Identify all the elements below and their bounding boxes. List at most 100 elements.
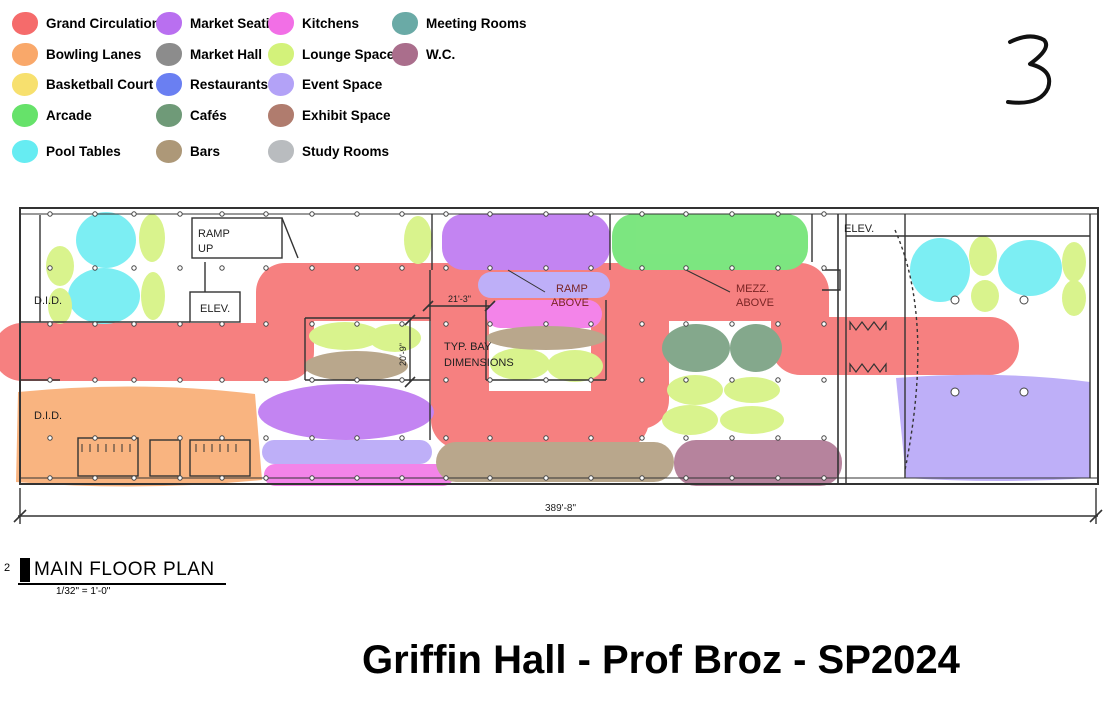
legend-swatch [268, 73, 294, 96]
legend-item: Basketball Court [12, 73, 153, 96]
column-dot [639, 321, 645, 327]
column-dot [177, 475, 183, 481]
zone-market-seating [258, 384, 434, 440]
legend-item: Pool Tables [12, 140, 121, 163]
legend-label: Pool Tables [46, 144, 121, 159]
column-dot [399, 321, 405, 327]
ramp-above-label-2: ABOVE [551, 297, 589, 309]
zone-kitchens [486, 300, 602, 328]
bay-width-label: 21'-3" [448, 294, 471, 304]
zone-lounge-space [309, 322, 381, 350]
column-dot [729, 475, 735, 481]
page-number: 3 [1000, 30, 1060, 115]
plan-labels: RAMP UP ELEV. ELEV. D.I.D. D.I.D. RAMP A… [34, 223, 874, 514]
elevator-left [189, 291, 241, 323]
column-dot [683, 211, 689, 217]
legend-label: Study Rooms [302, 144, 390, 159]
legend-item: Study Rooms [268, 140, 389, 163]
column-dot [354, 265, 360, 271]
column-dot [487, 211, 493, 217]
column-dot [92, 211, 98, 217]
mezz-above-label-1: MEZZ. [736, 283, 769, 295]
column-dot [487, 475, 493, 481]
column-dot [219, 377, 225, 383]
zone-bowling-lanes [16, 386, 262, 487]
legend-label: Basketball Court [46, 77, 154, 92]
drawing-title: MAIN FLOOR PLAN [34, 559, 215, 580]
legend-label: Market Hall [190, 47, 263, 62]
zone-event-space [478, 272, 610, 298]
plan-linework [13, 207, 1103, 524]
zone-pool-tables [998, 240, 1062, 296]
column-dot [639, 377, 645, 383]
legend-swatch [12, 12, 38, 35]
zone-arcade [612, 214, 808, 270]
column-dot [821, 435, 827, 441]
zone-pool-tables [910, 238, 970, 302]
column-dot [543, 435, 549, 441]
column-dot [588, 265, 594, 271]
column-dot [177, 211, 183, 217]
column-dot [729, 211, 735, 217]
legend-swatch [156, 140, 182, 163]
legend-label: Meeting Rooms [426, 16, 527, 31]
column-dot [443, 377, 449, 383]
legend-label: Arcade [46, 108, 92, 123]
column-dot [487, 377, 493, 383]
bay-depth-label: 20'-9" [398, 343, 408, 366]
legend-swatch [268, 140, 294, 163]
column-dot [219, 211, 225, 217]
column-dot [950, 295, 960, 305]
exterior-wall [19, 207, 1099, 485]
column-dot [950, 387, 960, 397]
column-dot [219, 475, 225, 481]
legend-item: Bars [156, 140, 220, 163]
column-dot [775, 377, 781, 383]
zone-kitchens [264, 464, 454, 486]
did-label-bottom: D.I.D. [34, 410, 62, 422]
ramp-up-label-2: UP [198, 243, 213, 255]
legend-label: Kitchens [302, 16, 360, 31]
zone-lounge-space [369, 324, 421, 352]
zone-lounge-space [667, 375, 723, 405]
typ-bay-label-1: TYP. BAY [444, 341, 492, 353]
column-dot [399, 211, 405, 217]
column-dot [588, 377, 594, 383]
title-marker [20, 558, 30, 582]
zone-wc [674, 440, 842, 486]
column-dot [729, 265, 735, 271]
zone-lounge-space [720, 406, 784, 434]
drawing-scale: 1/32" = 1'-0" [56, 586, 111, 597]
column-dot [92, 435, 98, 441]
column-dot [639, 211, 645, 217]
column-dot [487, 265, 493, 271]
column-dot [1019, 387, 1029, 397]
zone-lounge-space [139, 214, 165, 262]
column-dot [729, 377, 735, 383]
column-dot [543, 321, 549, 327]
column-dot [92, 377, 98, 383]
column-dot [131, 377, 137, 383]
column-dot [729, 321, 735, 327]
zone-bars [304, 351, 408, 381]
column-dot [639, 475, 645, 481]
column-dot [47, 377, 53, 383]
legend-label: Cafés [190, 108, 227, 123]
column-dot [131, 211, 137, 217]
legend-item: Arcade [12, 104, 92, 127]
legend-label: Market Seating [190, 16, 287, 31]
legend-item: Grand Circulation [12, 12, 160, 35]
column-dot [47, 265, 53, 271]
overall-dimension-label: 389'-8" [545, 503, 576, 514]
zone-lounge-space [969, 236, 997, 276]
column-dot [177, 321, 183, 327]
column-dot [821, 475, 827, 481]
legend-label: Bars [190, 144, 221, 159]
column-dot [309, 265, 315, 271]
column-dot [219, 435, 225, 441]
legend-swatch [392, 43, 418, 66]
legend-swatch [12, 140, 38, 163]
legend-swatch [12, 104, 38, 127]
column-dot [131, 321, 137, 327]
